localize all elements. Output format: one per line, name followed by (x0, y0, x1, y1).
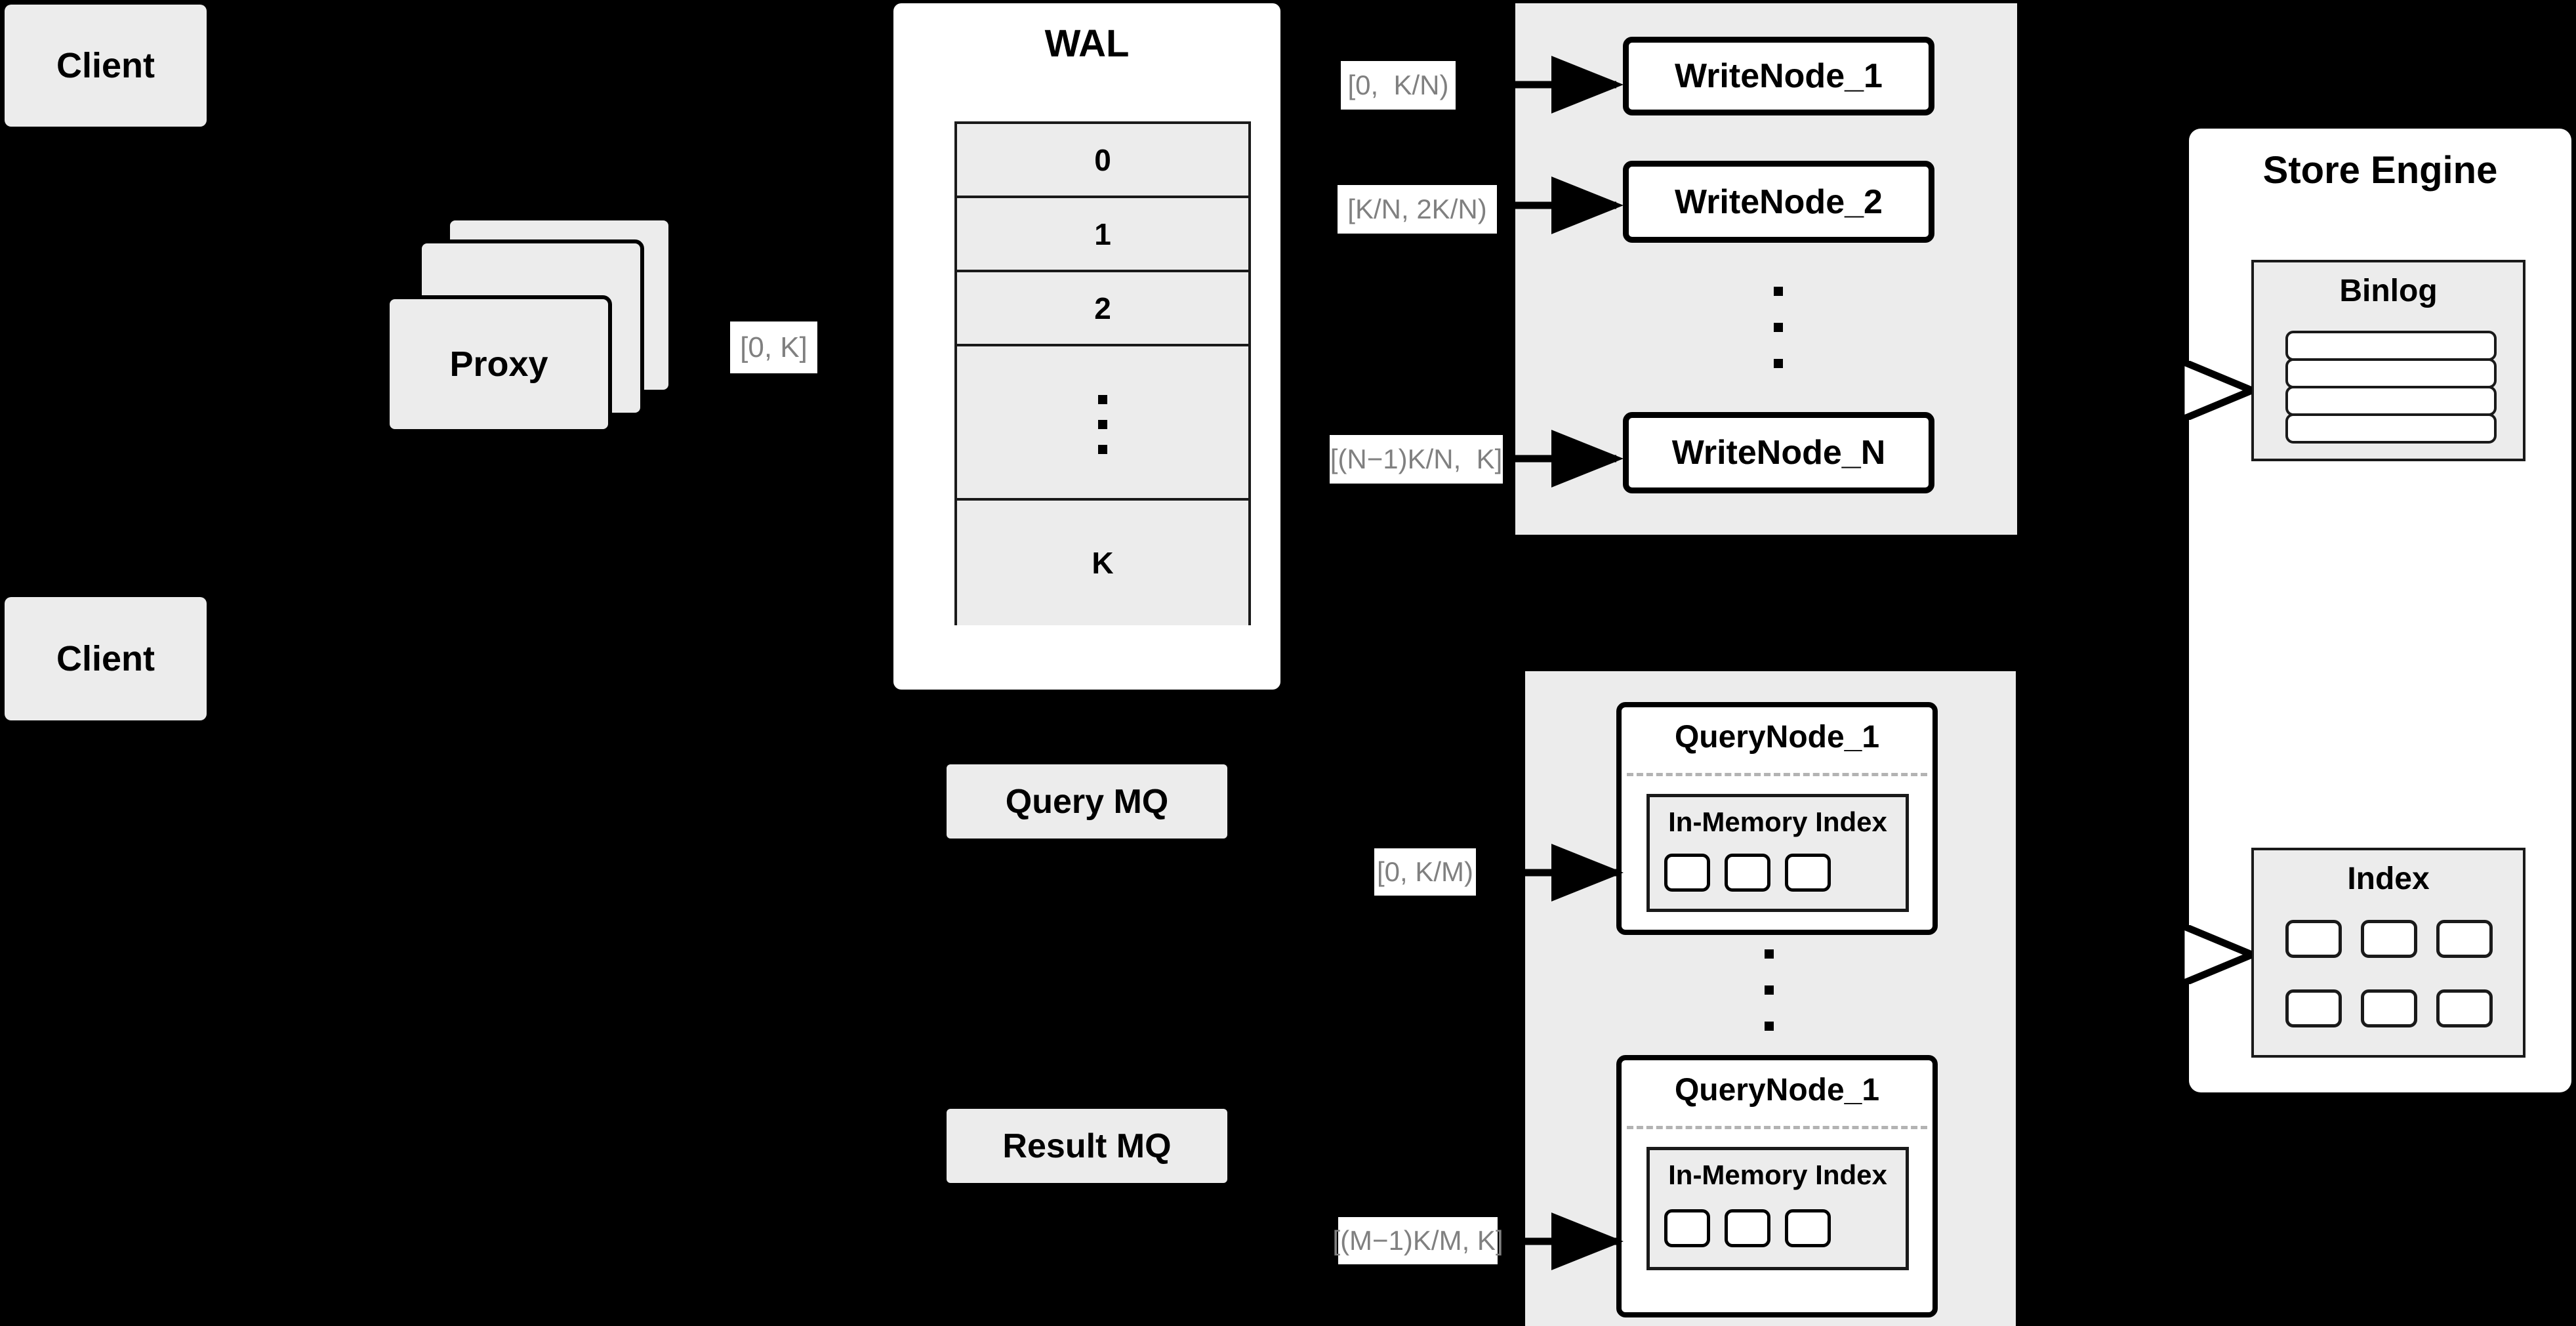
client-node-2[interactable]: Client (5, 597, 207, 720)
range-label-writenode-1-text: [0, K/N) (1347, 70, 1449, 100)
proxy-node-label: Proxy (449, 344, 548, 384)
query-node-m[interactable]: QueryNode_1 In-Memory Index (1616, 1055, 1938, 1317)
wal-panel: WAL 0 1 2 K (893, 3, 1280, 690)
query-node-1-divider (1627, 773, 1927, 776)
client-node-1[interactable]: Client (5, 5, 207, 127)
binlog-row-1[interactable] (2285, 331, 2497, 361)
query-node-1-in-memory-index: In-Memory Index (1646, 794, 1909, 912)
range-label-querynode-m-text: [(M−1)K/M, K] (1332, 1225, 1503, 1256)
query-node-m-index-slot-3[interactable] (1785, 1209, 1831, 1247)
write-node-2[interactable]: WriteNode_2 (1623, 161, 1934, 243)
write-node-n-label: WriteNode_N (1671, 434, 1886, 472)
wal-cell-0-label: 0 (1094, 142, 1111, 177)
index-cell-r2c2[interactable] (2361, 989, 2417, 1027)
query-node-m-index-slot-1[interactable] (1664, 1209, 1710, 1247)
query-node-1-title: QueryNode_1 (1674, 720, 1880, 755)
query-node-m-index-slot-2[interactable] (1725, 1209, 1770, 1247)
index-cell-r1c2[interactable] (2361, 920, 2417, 958)
query-node-m-in-memory-index-title: In-Memory Index (1668, 1159, 1887, 1190)
wal-title: WAL (1044, 22, 1130, 65)
result-mq-node[interactable]: Result MQ (947, 1109, 1227, 1183)
query-mq-label: Query MQ (1005, 782, 1169, 821)
wal-cell-2[interactable]: 2 (957, 272, 1248, 346)
binlog-title: Binlog (2339, 274, 2438, 308)
write-node-2-label: WriteNode_2 (1675, 182, 1883, 221)
query-node-m-divider (1627, 1126, 1927, 1129)
client-node-2-label: Client (56, 639, 155, 678)
wal-cell-2-label: 2 (1094, 291, 1111, 325)
wal-cell-1[interactable]: 1 (957, 198, 1248, 272)
index-cell-r2c1[interactable] (2285, 989, 2342, 1027)
wal-cell-table: 0 1 2 K (954, 121, 1251, 625)
client-node-1-label: Client (56, 46, 155, 85)
index-title: Index (2347, 861, 2430, 896)
query-node-1-index-slot-3[interactable] (1785, 854, 1831, 892)
range-label-writenode-2: [K/N, 2K/N) (1338, 185, 1497, 234)
wal-cell-k-label: K (1092, 546, 1114, 580)
range-label-querynode-1: [0, K/M) (1374, 848, 1476, 896)
range-label-writenode-2-text: [K/N, 2K/N) (1347, 194, 1487, 224)
index-cell-r1c1[interactable] (2285, 920, 2342, 958)
index-cell-r2c3[interactable] (2436, 989, 2493, 1027)
write-node-n[interactable]: WriteNode_N (1623, 412, 1934, 493)
query-node-1[interactable]: QueryNode_1 In-Memory Index (1616, 702, 1938, 935)
binlog-panel: Binlog (2251, 260, 2525, 461)
range-label-writenode-1: [0, K/N) (1341, 61, 1456, 110)
query-node-1-index-slot-1[interactable] (1664, 854, 1710, 892)
query-node-m-title: QueryNode_1 (1674, 1073, 1880, 1108)
binlog-row-4[interactable] (2285, 413, 2497, 444)
query-node-m-in-memory-index: In-Memory Index (1646, 1147, 1909, 1270)
binlog-row-3[interactable] (2285, 386, 2497, 416)
index-panel: Index (2251, 848, 2525, 1058)
range-label-proxy-to-wal: [0, K] (730, 321, 817, 373)
binlog-row-2[interactable] (2285, 358, 2497, 388)
index-cell-r1c3[interactable] (2436, 920, 2493, 958)
range-label-querynode-1-text: [0, K/M) (1376, 856, 1474, 887)
range-label-querynode-m: [(M−1)K/M, K] (1332, 1217, 1503, 1264)
store-engine-panel: Store Engine Binlog Index (2189, 129, 2571, 1092)
proxy-node[interactable]: Proxy (386, 295, 612, 433)
wal-cell-k[interactable]: K (957, 501, 1248, 625)
range-label-writenode-n: [(N−1)K/N, K] (1330, 435, 1503, 484)
write-node-1-label: WriteNode_1 (1675, 57, 1883, 95)
write-node-1[interactable]: WriteNode_1 (1623, 37, 1934, 115)
query-mq-node[interactable]: Query MQ (947, 764, 1227, 839)
result-mq-label: Result MQ (1002, 1127, 1172, 1165)
range-label-writenode-n-text: [(N−1)K/N, K] (1330, 444, 1503, 474)
wal-cell-1-label: 1 (1094, 217, 1111, 251)
wal-cell-ellipsis (957, 346, 1248, 501)
wal-cell-0[interactable]: 0 (957, 124, 1248, 198)
query-node-1-index-slot-2[interactable] (1725, 854, 1770, 892)
range-label-proxy-to-wal-text: [0, K] (740, 331, 808, 363)
query-node-1-in-memory-index-title: In-Memory Index (1668, 806, 1887, 837)
store-engine-title: Store Engine (2262, 149, 2498, 192)
